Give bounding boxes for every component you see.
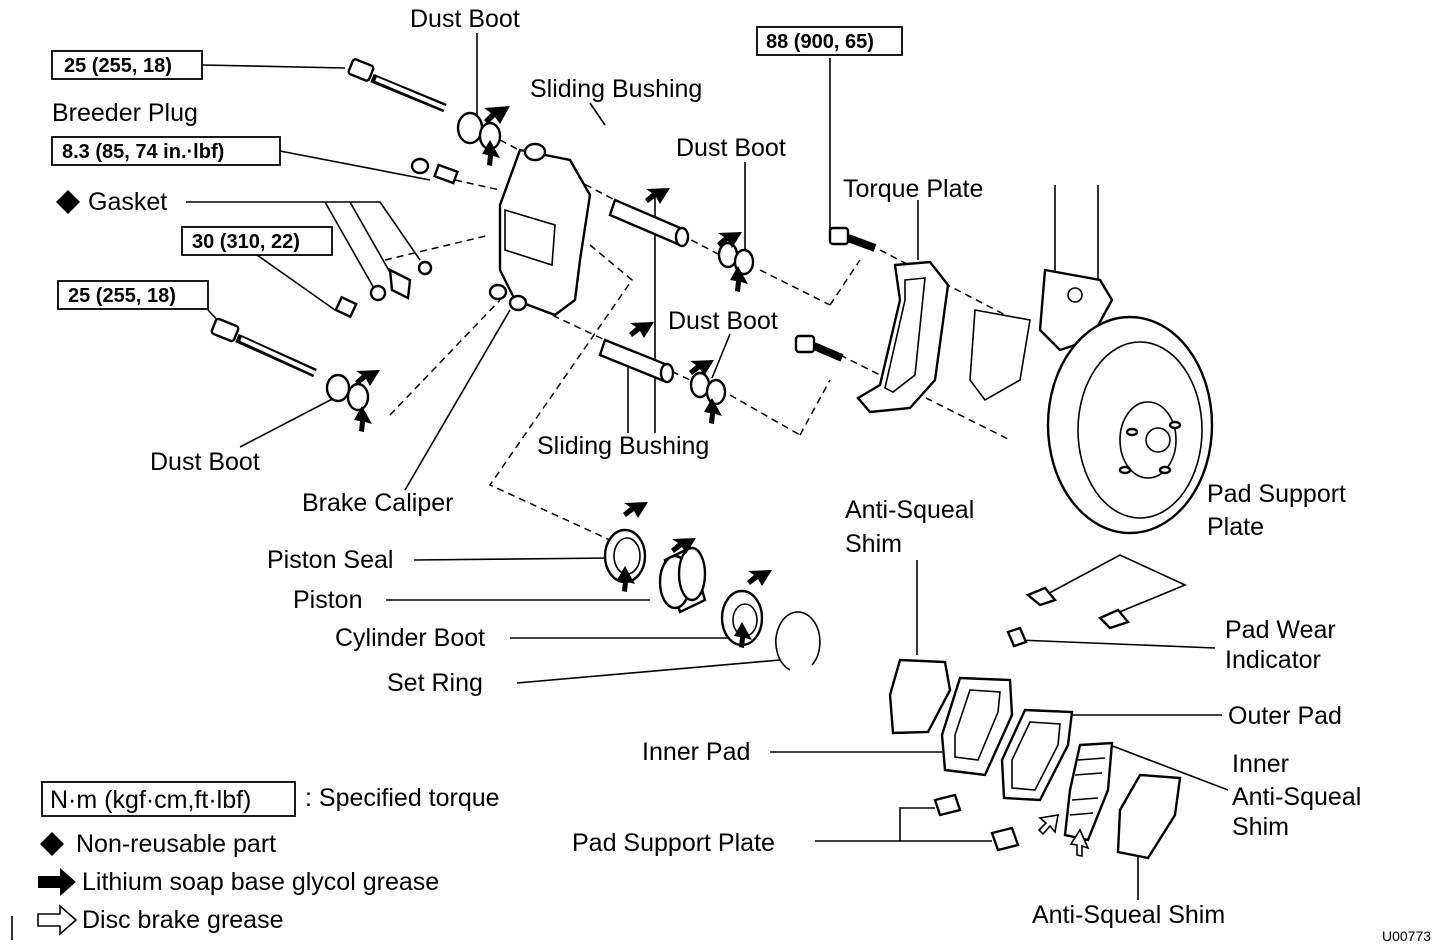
bolt-upper — [347, 58, 447, 113]
gasket-union — [334, 260, 433, 319]
lithium-grease-arrow-icon — [629, 322, 654, 338]
disc-grease-arrow-icon — [1069, 828, 1090, 857]
bolt-lower — [210, 317, 317, 378]
lithium-grease-arrow-icon — [689, 360, 714, 376]
legend-lithium: Lithium soap base glycol grease — [82, 868, 439, 896]
label-breeder-plug: Breeder Plug — [52, 99, 198, 127]
anti-squeal-shim-upper — [888, 658, 952, 735]
label-pad-support-plate-right-2: Plate — [1207, 513, 1264, 541]
legend-disc: Disc brake grease — [82, 906, 283, 934]
label-anti-squeal-shim: Anti-Squeal — [845, 496, 974, 524]
non-reusable-diamond-icon — [56, 190, 80, 214]
torque-plate — [856, 260, 950, 414]
lithium-grease-arrow-icon — [717, 232, 742, 248]
label-pad-wear-indicator: Pad Wear — [1225, 616, 1336, 644]
breeder-plug — [410, 157, 459, 185]
lithium-grease-arrow-icon — [704, 398, 722, 424]
lithium-grease-arrow-icon — [354, 406, 372, 432]
lithium-grease-arrow-icon — [730, 266, 748, 292]
label: 8.3 (85, 74 in.·lbf) — [62, 141, 224, 163]
label-pad-support-plate-right: Pad Support — [1207, 480, 1346, 508]
label-inner-anti-squeal: Inner — [1232, 750, 1289, 778]
disc-rotor — [1046, 315, 1214, 535]
legend-torque-desc: : Specified torque — [305, 784, 500, 812]
lithium-grease-arrow-icon — [623, 502, 648, 518]
label-dust-boot-top: Dust Boot — [410, 5, 520, 33]
lithium-grease-arrow-icon — [484, 106, 510, 124]
lithium-grease-arrow-icon — [645, 188, 670, 204]
label-dust-boot-lower: Dust Boot — [668, 307, 778, 335]
label-anti-squeal-shim-bottom: Anti-Squeal Shim — [1032, 901, 1225, 929]
piston-seal — [603, 528, 647, 584]
label: 25 (255, 18) — [64, 55, 172, 77]
torque-box-4: 25 (255, 18) — [57, 280, 209, 310]
figure-code: U00773 — [1382, 928, 1431, 944]
dust-boot-upper — [456, 111, 502, 151]
label-inner-anti-squeal-2: Anti-Squeal — [1232, 783, 1361, 811]
torque-box-5: 88 (900, 65) — [756, 26, 903, 56]
brake-caliper-body — [488, 142, 592, 317]
label-pad-support-plate-bottom: Pad Support Plate — [572, 829, 775, 857]
lithium-grease-arrow-icon — [747, 570, 772, 586]
dust-boot-lower-right — [689, 371, 727, 406]
leader-lines — [186, 33, 1229, 900]
dust-boot-lower-left — [325, 373, 370, 412]
label-torque-plate: Torque Plate — [843, 175, 983, 203]
label: Gasket — [88, 188, 167, 216]
label-dust-boot-left: Dust Boot — [150, 448, 260, 476]
dust-boot-mid — [717, 241, 755, 276]
grease-arrows — [354, 106, 1090, 857]
sliding-bushing-lower — [598, 338, 675, 384]
label: 88 (900, 65) — [766, 31, 874, 53]
pad-support-plate-right — [1025, 586, 1131, 630]
torque-plate-bolt-upper — [828, 226, 877, 252]
lithium-grease-arrow-icon — [671, 538, 696, 554]
torque-box-3: 30 (310, 22) — [181, 226, 333, 256]
outer-pad — [1000, 708, 1074, 802]
label-brake-caliper: Brake Caliper — [302, 489, 453, 517]
legend-torque-key: N·m (kgf·cm,ft·lbf) — [50, 786, 251, 814]
label: 25 (255, 18) — [68, 285, 176, 307]
torque-box-1: 25 (255, 18) — [51, 50, 203, 80]
sliding-bushing-upper — [608, 198, 690, 248]
legend-non-reusable: Non-reusable part — [76, 830, 276, 858]
label-gasket: Gasket — [56, 188, 167, 216]
label-outer-pad: Outer Pad — [1228, 702, 1342, 730]
lithium-grease-arrow-icon — [38, 868, 76, 896]
disc-grease-arrow-icon — [37, 904, 78, 936]
lithium-grease-arrow-icon — [734, 622, 752, 648]
torque-box-2: 8.3 (85, 74 in.·lbf) — [51, 136, 281, 166]
label-piston: Piston — [293, 586, 362, 614]
lithium-grease-arrow-icon — [617, 566, 635, 592]
cylinder-boot — [720, 589, 764, 647]
set-ring — [775, 611, 821, 671]
label-cylinder-boot: Cylinder Boot — [335, 624, 485, 652]
label-dust-boot-mid: Dust Boot — [676, 134, 786, 162]
disc-grease-arrow-icon — [1037, 814, 1059, 836]
label-pad-wear-indicator-2: Indicator — [1225, 646, 1321, 674]
label-piston-seal: Piston Seal — [267, 546, 393, 574]
non-reusable-diamond-icon — [40, 832, 64, 856]
label-set-ring: Set Ring — [387, 669, 483, 697]
label-sliding-bushing-bottom: Sliding Bushing — [537, 432, 709, 460]
lithium-grease-arrow-icon — [355, 370, 380, 386]
piston — [658, 546, 707, 614]
inner-pad — [940, 676, 1014, 777]
inner-anti-squeal-shim — [1063, 741, 1114, 842]
pad-wear-indicator — [1006, 626, 1028, 648]
lithium-grease-arrow-icon — [482, 140, 500, 166]
label-inner-pad: Inner Pad — [642, 738, 750, 766]
torque-plate-bolt-lower — [794, 334, 844, 362]
pad-support-plate-bottom — [933, 793, 1020, 852]
label: 30 (310, 22) — [192, 231, 300, 253]
label-inner-anti-squeal-3: Shim — [1232, 813, 1289, 841]
legend: N·m (kgf·cm,ft·lbf) : Specified torque N… — [37, 781, 500, 936]
label-anti-squeal-shim-2: Shim — [845, 530, 902, 558]
anti-squeal-shim-outer — [1116, 773, 1182, 860]
label-sliding-bushing-top: Sliding Bushing — [530, 75, 702, 103]
